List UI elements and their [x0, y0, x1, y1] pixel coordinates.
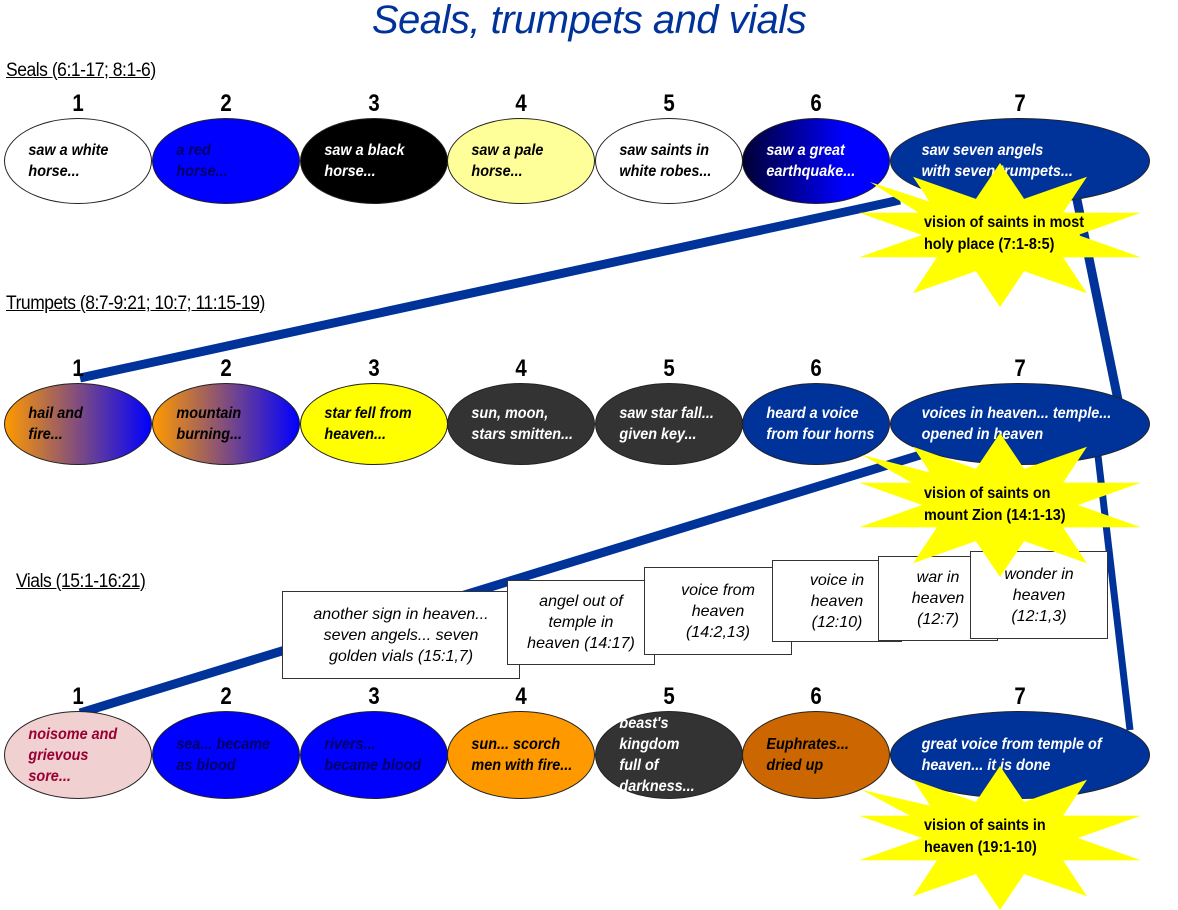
vials-burst-text: vision of saints in heaven (19:1-10): [924, 817, 1046, 856]
seals-number: 6: [810, 90, 822, 117]
trumpets-oval-3: star fell from heaven...: [300, 383, 448, 465]
seals-oval-3: saw a black horse...: [300, 118, 448, 204]
connector-trumpet7-to-vial1: [78, 447, 932, 718]
trumpets-burst-text: vision of saints on mount Zion (14:1-13): [924, 485, 1066, 524]
trumpets-number: 5: [663, 355, 675, 382]
trumpets-oval-text: saw star fall... given key...: [619, 405, 714, 443]
vials-oval-7: great voice from temple of heaven... it …: [890, 711, 1150, 799]
trumpets-oval-1: hail and fire...: [4, 383, 152, 465]
seals-number: 3: [368, 90, 380, 117]
vials-number: 1: [72, 683, 84, 710]
trumpets-oval-6: heard a voice from four horns: [742, 383, 890, 465]
vials-oval-text: beast's kingdom full of darkness...: [619, 715, 695, 795]
trumpets-oval-text: hail and fire...: [28, 405, 83, 443]
trumpets-oval-text: sun, moon, stars smitten...: [471, 405, 574, 443]
interlude-box: angel out of temple in heaven (14:17): [507, 580, 655, 665]
trumpets-number: 2: [220, 355, 232, 382]
trumpets-oval-text: heard a voice from four horns: [766, 405, 875, 443]
seals-oval-6: saw a great earthquake...: [742, 118, 890, 204]
vials-oval-text: great voice from temple of heaven... it …: [921, 736, 1102, 774]
trumpets-label: Trumpets (8:7-9:21; 10:7; 11:15-19): [6, 293, 265, 314]
vials-oval-text: rivers... became blood: [324, 736, 422, 774]
trumpets-oval-text: mountain burning...: [176, 405, 242, 443]
vials-oval-1: noisome and grievous sore...: [4, 711, 152, 799]
interlude-box: voice from heaven (14:2,13): [644, 567, 792, 655]
vials-oval-text: noisome and grievous sore...: [28, 725, 118, 785]
trumpets-number: 3: [368, 355, 380, 382]
seals-number: 7: [1014, 90, 1026, 117]
page-title: Seals, trumpets and vials: [371, 0, 807, 42]
trumpets-oval-5: saw star fall... given key...: [595, 383, 743, 465]
trumpets-oval-text: star fell from heaven...: [324, 405, 412, 443]
trumpets-number: 7: [1014, 355, 1026, 382]
trumpets-oval-4: sun, moon, stars smitten...: [447, 383, 595, 465]
vials-oval-text: sun... scorch men with fire...: [471, 736, 573, 774]
vials-oval-3: rivers... became blood: [300, 711, 448, 799]
seals-oval-2: a red horse...: [152, 118, 300, 204]
seals-oval-7: saw seven angels with seven trumpets...: [890, 118, 1150, 204]
trumpets-number: 1: [72, 355, 84, 382]
vials-number: 5: [663, 683, 675, 710]
seals-oval-5: saw saints in white robes...: [595, 118, 743, 204]
vials-oval-2: sea... became as blood: [152, 711, 300, 799]
trumpets-oval-text: voices in heaven... temple... opened in …: [921, 405, 1112, 443]
seals-oval-4: saw a pale horse...: [447, 118, 595, 204]
trumpets-number: 6: [810, 355, 822, 382]
vials-oval-text: Euphrates... dried up: [766, 736, 849, 774]
seals-number: 5: [663, 90, 675, 117]
seals-number: 2: [220, 90, 232, 117]
interlude-box: wonder in heaven (12:1,3): [970, 551, 1108, 639]
seals-number: 4: [515, 90, 527, 117]
vials-number: 4: [515, 683, 527, 710]
interlude-box: another sign in heaven... seven angels..…: [282, 591, 520, 679]
seals-burst-text: vision of saints in most holy place (7:1…: [924, 214, 1085, 253]
vials-label: Vials (15:1-16:21): [16, 571, 146, 592]
connector-seal7-to-trumpet1: [79, 195, 901, 383]
vials-number: 3: [368, 683, 380, 710]
vials-oval-text: sea... became as blood: [176, 736, 271, 774]
seals-oval-text: saw a black horse...: [324, 142, 405, 180]
vials-number: 7: [1014, 683, 1026, 710]
trumpets-oval-7: voices in heaven... temple... opened in …: [890, 383, 1150, 465]
seals-oval-text: saw saints in white robes...: [619, 142, 712, 180]
seals-number: 1: [72, 90, 84, 117]
trumpets-number: 4: [515, 355, 527, 382]
vials-oval-5: beast's kingdom full of darkness...: [595, 711, 743, 799]
seals-oval-text: saw seven angels with seven trumpets...: [921, 142, 1073, 180]
seals-oval-text: saw a great earthquake...: [766, 142, 856, 180]
vials-number: 6: [810, 683, 822, 710]
seals-oval-1: saw a white horse...: [4, 118, 152, 204]
vials-oval-6: Euphrates... dried up: [742, 711, 890, 799]
seals-oval-text: a red horse...: [176, 142, 228, 180]
seals-oval-text: saw a white horse...: [28, 142, 109, 180]
vials-number: 2: [220, 683, 232, 710]
seals-oval-text: saw a pale horse...: [471, 142, 544, 180]
vials-oval-4: sun... scorch men with fire...: [447, 711, 595, 799]
seals-label: Seals (6:1-17; 8:1-6): [6, 60, 156, 81]
trumpets-oval-2: mountain burning...: [152, 383, 300, 465]
